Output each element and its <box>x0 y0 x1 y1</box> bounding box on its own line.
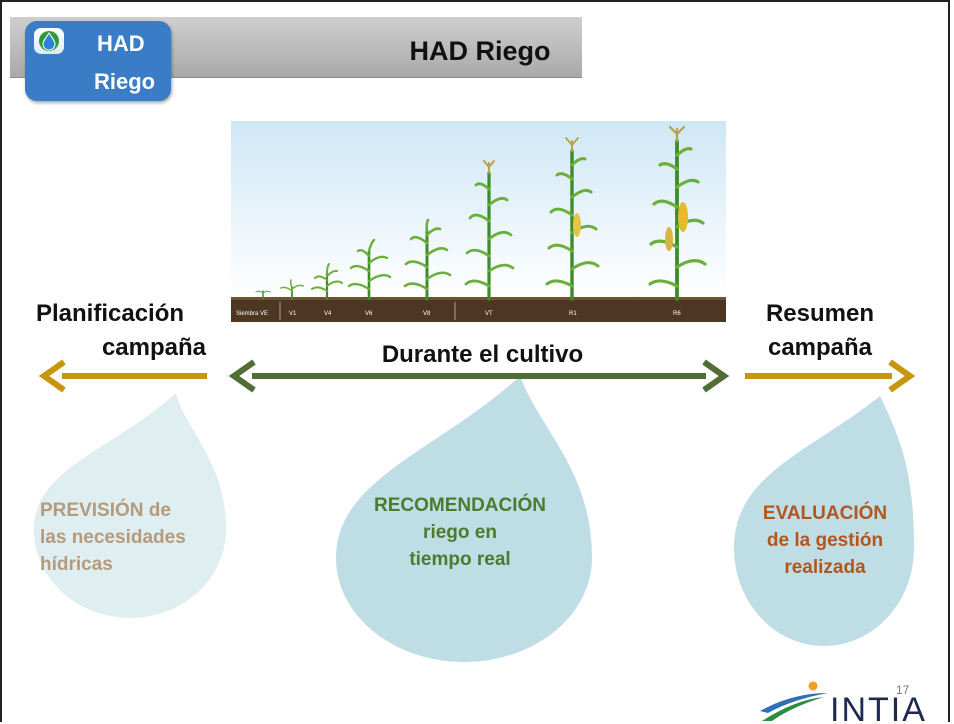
phase-planning-label: Planificación campaña <box>36 297 206 365</box>
page-title: HAD Riego <box>409 36 551 66</box>
drop-center-line3: tiempo real <box>409 549 511 570</box>
stage-label: VT <box>485 311 493 317</box>
stage-label: R6 <box>673 311 681 317</box>
arrow-center <box>228 359 730 393</box>
drop-shape-right <box>734 396 914 646</box>
drop-center-text: RECOMENDACIÓN riego en tiempo real <box>335 492 585 573</box>
drop-shape-center <box>336 376 592 662</box>
badge-subtitle: Riego <box>94 69 156 94</box>
drop-right-line3: realizada <box>784 557 866 578</box>
logo-text: INTIA <box>830 691 927 724</box>
water-drop-icon <box>34 28 64 54</box>
drop-left-text: PREVISIÓN de las necesidades hídricas <box>40 497 230 578</box>
drop-left-line3: hídricas <box>40 554 113 575</box>
drop-shape-left <box>34 393 226 618</box>
phase-during-label: Durante el cultivo <box>381 341 584 368</box>
drop-center-line1: RECOMENDACIÓN <box>373 495 547 516</box>
app-badge: HAD Riego <box>25 21 171 101</box>
slide-number: 17 <box>896 683 910 697</box>
stage-label: V8 <box>423 311 431 317</box>
stage-label: Siembra VE <box>236 311 268 317</box>
phase-summary-line2: campaña <box>767 334 873 361</box>
stage-label: V6 <box>365 311 373 317</box>
stage-label: V4 <box>324 311 332 317</box>
phase-planning-line2: campaña <box>101 334 206 361</box>
drop-right-line1: EVALUACIÓN <box>762 503 888 524</box>
phase-summary-line1: Resumen <box>765 300 875 327</box>
drop-left-line2: las necesidades <box>40 527 186 548</box>
phase-planning-line1: Planificación <box>36 300 185 327</box>
badge-title: HAD <box>97 31 145 56</box>
drop-right-text: EVALUACIÓN de la gestión realizada <box>735 500 915 581</box>
drop-left-line1: PREVISIÓN de <box>40 500 171 521</box>
drop-center-line2: riego en <box>423 522 497 543</box>
stage-label: R1 <box>569 311 577 317</box>
corn-growth-stages-image: Siembra VE V1 V4 V6 V8 VT R1 R6 <box>231 121 726 322</box>
drop-right-line2: de la gestión <box>766 530 884 551</box>
stage-label: V1 <box>289 311 297 317</box>
arrow-right <box>745 359 916 393</box>
phase-summary-label: Resumen campaña <box>745 297 895 365</box>
arrow-left <box>38 359 207 393</box>
intia-logo: INTIA <box>760 681 927 724</box>
